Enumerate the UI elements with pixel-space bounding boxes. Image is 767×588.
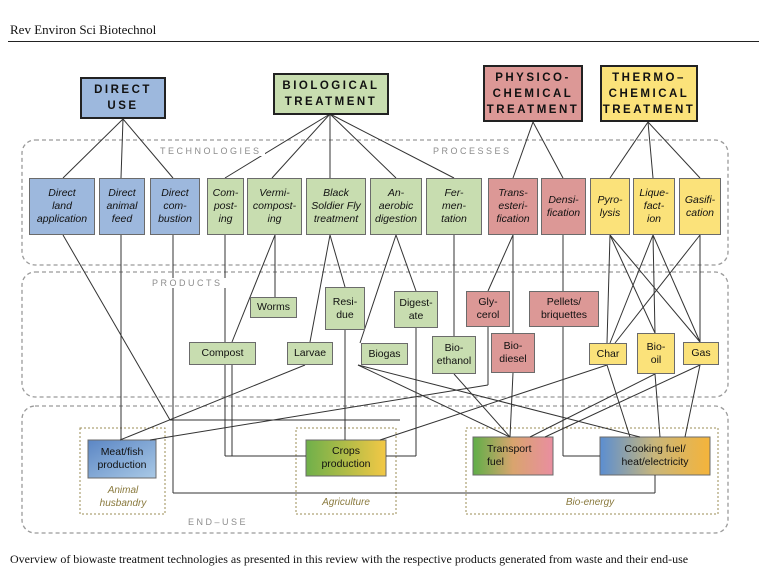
product-gas: Gas	[683, 342, 719, 365]
product-larvae: Larvae	[287, 342, 333, 365]
products-section-frame	[21, 271, 729, 398]
transport-fuel-fill	[472, 436, 554, 476]
tech-direct-land-application: Direct land application	[29, 178, 95, 235]
product-biogas: Biogas	[361, 343, 408, 365]
crops-fill	[305, 439, 387, 477]
product-compost: Compost	[189, 342, 256, 365]
header-rule	[8, 41, 759, 42]
section-label-technologies: TECHNOLOGIES	[157, 146, 265, 156]
category-direct-use: DIRECT USE	[80, 77, 166, 119]
tech-black-soldier-fly-treatment: Black Soldier Fly treatment	[306, 178, 366, 235]
tech-composting: Com- post- ing	[207, 178, 244, 235]
end-use-cooking-fuel-heat-electricity: Cooking fuel/ heat/electricity	[621, 443, 689, 468]
product-biodiesel: Bio- diesel	[491, 333, 535, 373]
bio-energy-group-frame	[465, 427, 719, 515]
end-use-transport-fuel: Transport fuel	[487, 443, 532, 468]
category-biological-treatment: BIOLOGICAL TREATMENT	[273, 73, 389, 115]
tech-densification: Densi- fication	[541, 178, 586, 235]
product-digestate: Digest- ate	[394, 291, 438, 328]
section-label-end-use: END–USE	[185, 517, 252, 527]
product-worms: Worms	[250, 297, 297, 318]
meat-fish-fill	[87, 439, 157, 479]
end-use-section-frame	[21, 405, 729, 534]
tech-direct-animal-feed: Direct animal feed	[99, 178, 145, 235]
tech-transesterification: Trans- esteri- fication	[488, 178, 538, 235]
tech-vermicomposting: Vermi- compost- ing	[247, 178, 302, 235]
category-physico-chemical-treatment: PHYSICO- CHEMICAL TREATMENT	[483, 65, 583, 122]
tech-anaerobic-digestion: An- aerobic digestion	[370, 178, 422, 235]
technologies-section-frame	[21, 139, 729, 266]
product-residue: Resi- due	[325, 287, 365, 330]
end-use-meat-fish-production: Meat/fish production	[97, 446, 147, 471]
product-glycerol: Gly- cerol	[466, 291, 510, 327]
journal-name: Rev Environ Sci Biotechnol	[10, 22, 157, 37]
agriculture-group-frame	[295, 427, 397, 515]
animal-husbandry-group-frame	[79, 427, 166, 515]
group-label-bio-energy: Bio-energy	[565, 497, 615, 508]
tech-gasification: Gasifi- cation	[679, 178, 721, 235]
group-label-animal-husbandry: Animal husbandry	[99, 485, 147, 509]
group-label-agriculture: Agriculture	[322, 497, 370, 508]
tech-direct-combustion: Direct com- bustion	[150, 178, 200, 235]
figure-caption: Overview of biowaste treatment technolog…	[10, 552, 689, 566]
tech-fermentation: Fer- men- tation	[426, 178, 482, 235]
section-label-products: PRODUCTS	[149, 278, 226, 288]
product-bioethanol: Bio- ethanol	[432, 336, 476, 374]
product-pellets-briquettes: Pellets/ briquettes	[529, 291, 599, 327]
product-bio-oil: Bio- oil	[637, 333, 675, 374]
product-char: Char	[589, 343, 627, 365]
section-label-processes: PROCESSES	[430, 146, 515, 156]
end-use-crops-production: Crops production	[321, 445, 371, 470]
tech-pyrolysis: Pyro- lysis	[590, 178, 630, 235]
tech-liquefaction: Lique- fact- ion	[633, 178, 675, 235]
category-thermo-chemical-treatment: THERMO– CHEMICAL TREATMENT	[600, 65, 698, 122]
